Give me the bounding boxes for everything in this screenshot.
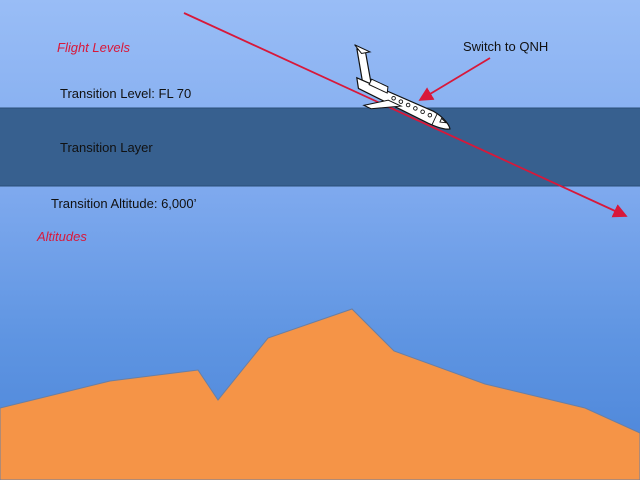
qnh-callout-arrow (420, 58, 490, 100)
transition-altitude-label: Transition Altitude: 6,000’ (51, 197, 197, 210)
altitudes-label: Altitudes (37, 230, 87, 243)
transition-layer-label: Transition Layer (60, 141, 153, 154)
terrain (0, 309, 640, 480)
transition-level-label: Transition Level: FL 70 (60, 87, 191, 100)
switch-qnh-label: Switch to QNH (463, 40, 548, 53)
flight-levels-label: Flight Levels (57, 41, 130, 54)
